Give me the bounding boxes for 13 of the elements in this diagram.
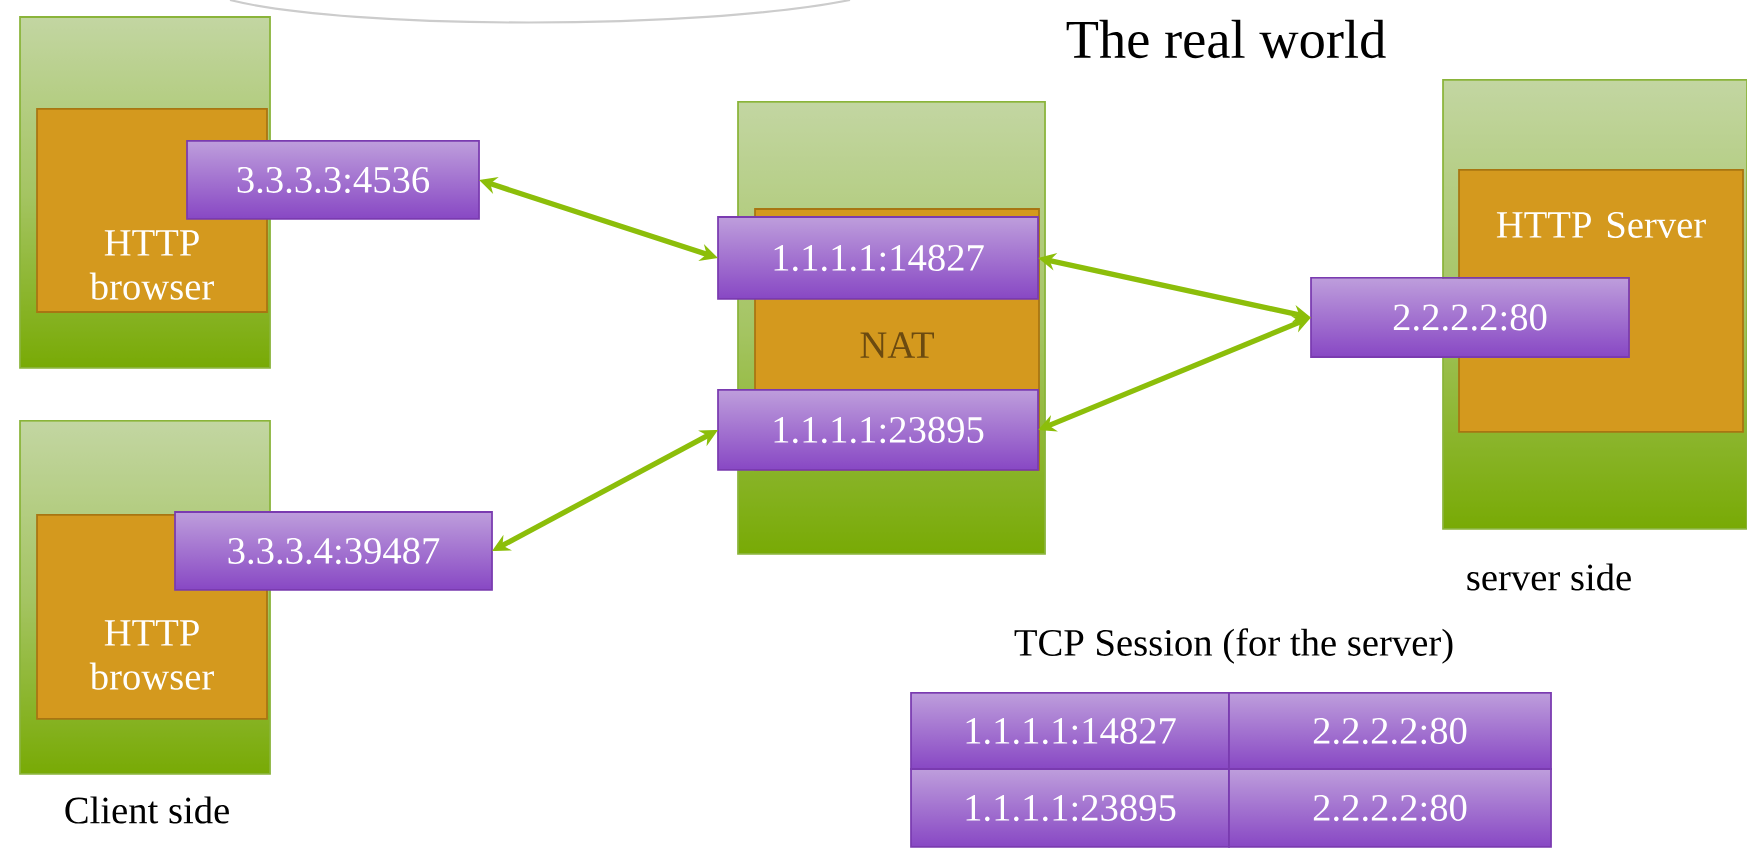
table-cell: 1.1.1.1:23895	[910, 768, 1230, 848]
table-cell: 1.1.1.1:14827	[910, 692, 1230, 770]
address-box: 2.2.2.2:80	[1310, 277, 1630, 358]
address-box: 1.1.1.1:23895	[717, 389, 1039, 471]
table-cell: 2.2.2.2:80	[1228, 692, 1552, 770]
text-label: Client side	[65, 796, 229, 824]
text-label: server side	[1467, 563, 1631, 591]
address-box: 1.1.1.1:14827	[717, 216, 1039, 300]
address-box: 3.3.3.3:4536	[186, 140, 480, 220]
table-cell: 2.2.2.2:80	[1228, 768, 1552, 848]
text-label: The real world	[1066, 19, 1386, 59]
text-label: TCP Session (for the server)	[1014, 628, 1453, 664]
address-box: 3.3.3.4:39487	[174, 511, 493, 591]
